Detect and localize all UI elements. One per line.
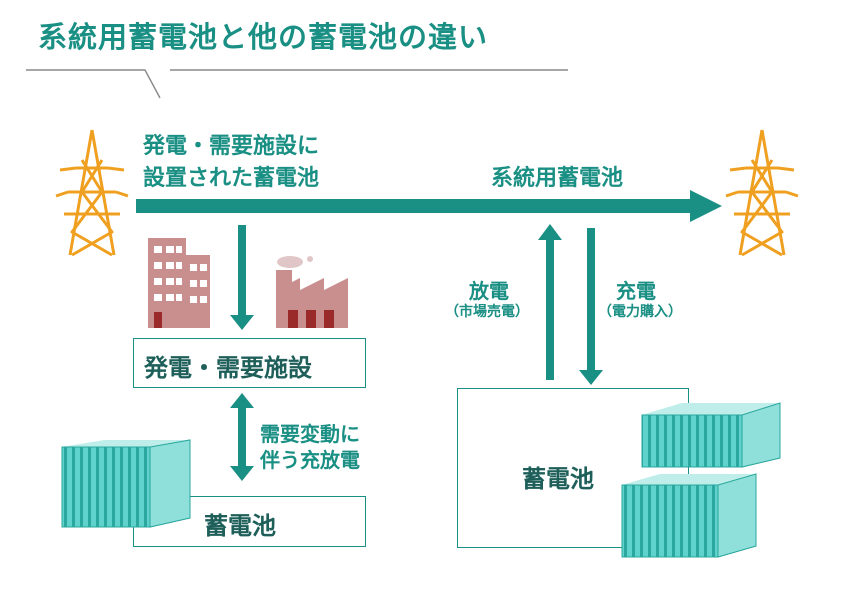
left-battery-box: 蓄電池 — [133, 496, 366, 547]
charge-note: （電力購入） — [598, 304, 682, 320]
facility-box-label: 発電・需要施設 — [144, 354, 312, 382]
charge-label: 充電 — [616, 279, 656, 303]
battery-container-icon — [621, 473, 757, 558]
arrow-to-facility — [230, 225, 254, 330]
fluctuation-label-line2: 伴う充放電 — [260, 448, 360, 472]
facility-box: 発電・需要施設 — [133, 338, 366, 388]
factory-icon — [276, 256, 348, 328]
right-battery-label: 蓄電池 — [522, 465, 594, 493]
transmission-tower-icon — [725, 129, 799, 257]
left-battery-label: 蓄電池 — [204, 512, 276, 540]
grid-battery-label: 系統用蓄電池 — [491, 166, 624, 191]
discharge-arrow — [538, 224, 562, 380]
right-battery-box: 蓄電池 — [457, 388, 689, 548]
discharge-label: 放電 — [469, 279, 509, 303]
transmission-tower-icon — [55, 129, 129, 257]
main-arrow — [136, 190, 722, 222]
discharge-note: （市場売電） — [445, 304, 529, 320]
page-title: 系統用蓄電池と他の蓄電池の違い — [38, 20, 489, 54]
fluctuation-label-line1: 需要変動に — [260, 422, 360, 446]
facility-battery-label-line2: 設置された蓄電池 — [143, 166, 320, 191]
charge-arrow — [579, 228, 603, 385]
facility-battery-label-line1: 発電・需要施設に — [143, 134, 320, 159]
title-underline — [26, 69, 568, 99]
office-building-icon — [148, 238, 210, 328]
charge-discharge-arrow — [230, 393, 254, 481]
battery-container-icon — [61, 439, 191, 528]
battery-container-icon — [641, 402, 781, 468]
